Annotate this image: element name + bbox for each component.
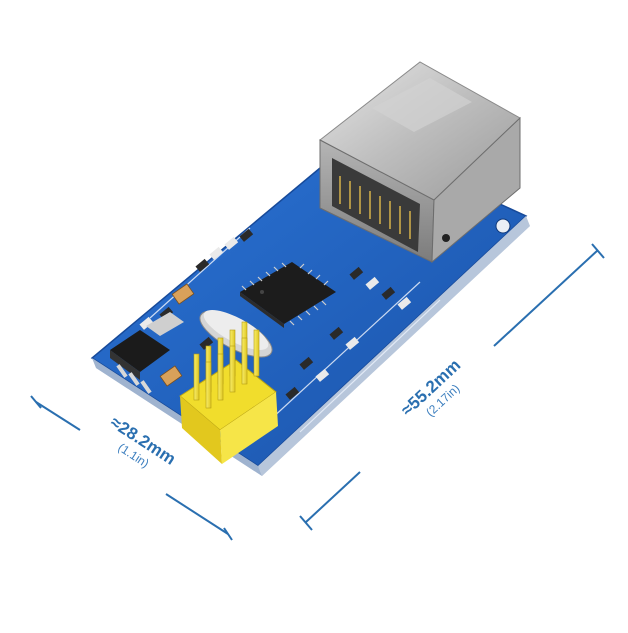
header-pin xyxy=(205,361,212,409)
pin-header xyxy=(179,321,278,464)
header-pin xyxy=(253,329,260,377)
smd-components xyxy=(139,228,412,400)
header-pin xyxy=(241,337,248,385)
pin-header-base-front xyxy=(220,392,278,464)
pin-header-base-side xyxy=(180,396,222,464)
header-pin xyxy=(193,353,200,401)
header-pin xyxy=(217,353,224,401)
main-ic-chip xyxy=(240,262,336,328)
voltage-regulator xyxy=(110,312,184,394)
header-pin xyxy=(229,345,236,393)
rj45-jack xyxy=(319,61,521,264)
